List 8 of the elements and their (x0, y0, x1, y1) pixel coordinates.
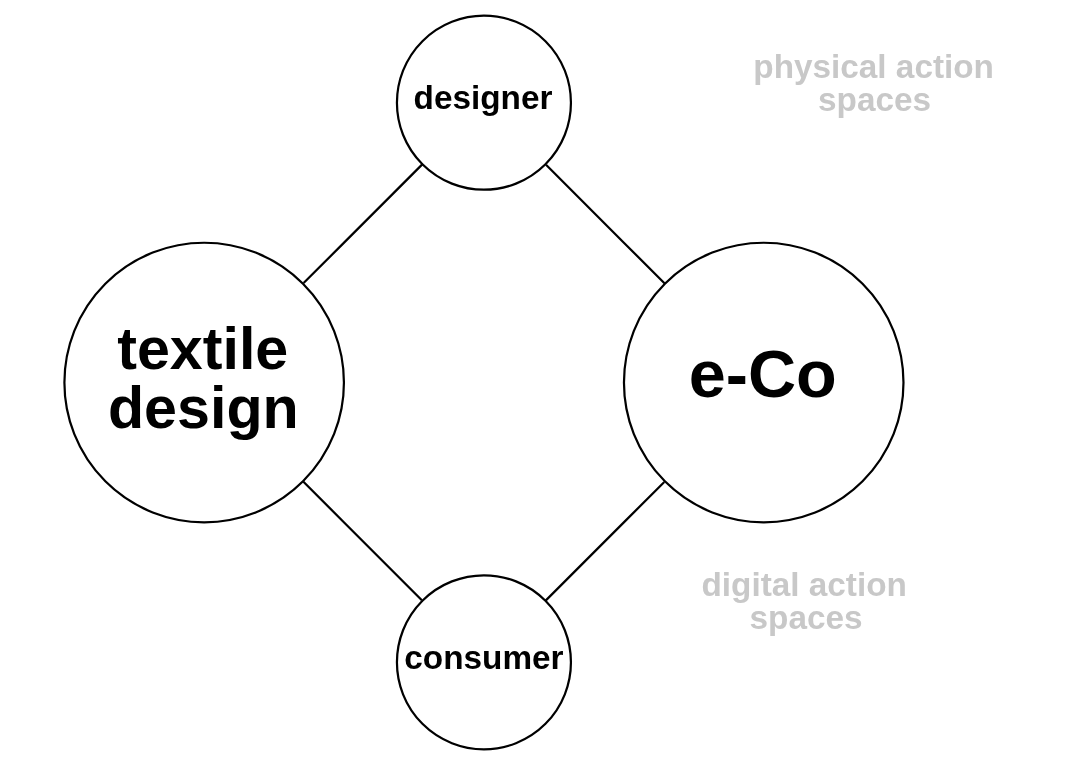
connector (302, 481, 423, 601)
connector (302, 163, 423, 284)
node-circle: designer (395, 14, 572, 191)
connector (544, 481, 665, 602)
node-circle: e-Co (622, 241, 905, 524)
node-circle: consumer (395, 574, 572, 751)
connector (544, 164, 665, 284)
node-circle: textile design (62, 241, 345, 524)
